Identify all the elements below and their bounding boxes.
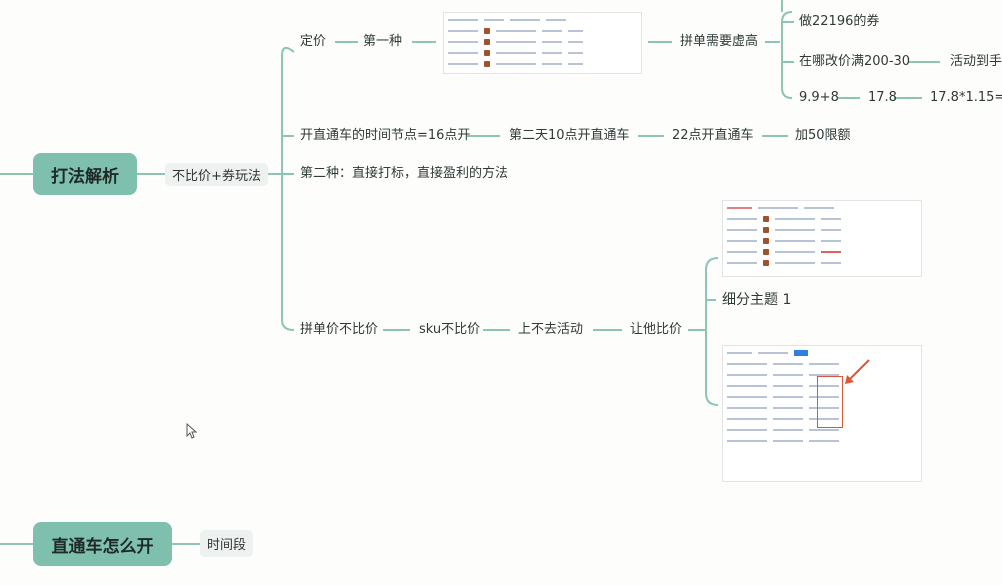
mouse-cursor-icon <box>186 423 198 439</box>
screenshot-thumbnail-form[interactable] <box>722 345 922 482</box>
subtopic-no-price-compare-coupon[interactable]: 不比价+券玩法 <box>165 163 268 186</box>
node-second-kind[interactable]: 第二种：直接打标，直接盈利的方法 <box>300 166 509 181</box>
node-no-activity[interactable]: 上不去活动 <box>518 322 584 337</box>
topic-how-to-run-ads[interactable]: 直通车怎么开 <box>33 522 172 566</box>
node-pricing[interactable]: 定价 <box>300 34 327 49</box>
node-add-50[interactable]: 加50限额 <box>795 128 851 143</box>
screenshot-thumbnail-orders[interactable] <box>443 12 642 74</box>
node-group-price[interactable]: 拼单价不比价 <box>300 322 379 337</box>
node-22h[interactable]: 22点开直通车 <box>672 128 754 143</box>
node-let-compare[interactable]: 让他比价 <box>630 322 683 337</box>
node-timing[interactable]: 开直通车的时间节点=16点开 <box>300 128 471 143</box>
node-change-price[interactable]: 在哪改价满200-30 <box>799 54 911 69</box>
node-next-day[interactable]: 第二天10点开直通车 <box>509 128 630 143</box>
screenshot-thumbnail-table[interactable] <box>722 200 922 277</box>
topic-play-analysis[interactable]: 打法解析 <box>33 153 137 195</box>
node-first-kind[interactable]: 第一种 <box>363 34 403 49</box>
node-subtopic-1[interactable]: 细分主题 1 <box>722 292 792 308</box>
highlight-box <box>817 376 843 428</box>
red-arrow-icon <box>845 359 870 384</box>
node-activity[interactable]: 活动到手 <box>950 54 1002 69</box>
node-calc-1[interactable]: 9.9+8 <box>799 90 839 105</box>
node-group-buy-high[interactable]: 拼单需要虚高 <box>680 34 759 49</box>
node-sku[interactable]: sku不比价 <box>419 322 481 337</box>
node-calc-3[interactable]: 17.8*1.15=20. <box>930 90 1002 105</box>
subtopic-time-period[interactable]: 时间段 <box>200 530 253 557</box>
node-coupon[interactable]: 做22196的券 <box>799 14 880 29</box>
node-calc-2[interactable]: 17.8 <box>868 90 897 105</box>
